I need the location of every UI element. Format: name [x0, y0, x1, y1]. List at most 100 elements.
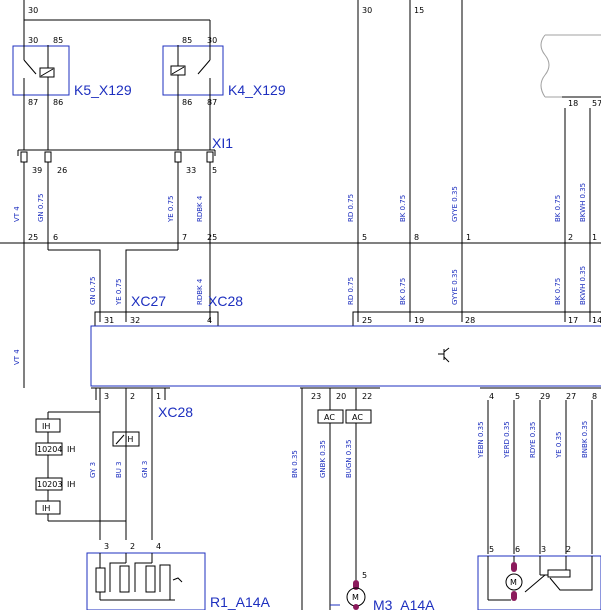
actuator-pin-3: 3 [541, 545, 546, 554]
r1-pin-3: 3 [104, 542, 109, 551]
wire-label-bkwh035-mid: BKWH 0.35 [579, 266, 587, 305]
actuator-motor-icon [505, 573, 523, 591]
k5-pin-87: 87 [28, 98, 38, 107]
wire-label-gn075-mid: GN 0.75 [89, 277, 97, 305]
module-pin-29: 29 [540, 392, 550, 401]
xc27-pin-31: 31 [104, 316, 114, 325]
k5-name: K5_X129 [74, 82, 132, 98]
module-pin-14: 14 [592, 316, 601, 325]
ecm-pin-18: 18 [568, 99, 578, 108]
m3-symbol: M [352, 593, 359, 602]
wire-label-bn035: BN 0.35 [291, 450, 299, 478]
relay-k5: 30 85 87 86 K5_X129 [12, 36, 132, 107]
xi1-pin-39: 39 [32, 166, 42, 175]
xi1-pin-26: 26 [57, 166, 67, 175]
r1-pin-4: 4 [156, 542, 161, 551]
r1-name: R1_A14A [210, 594, 271, 610]
wire-label-bugn035: BUGN 0.35 [345, 440, 353, 478]
resistor-icon-2 [119, 565, 130, 593]
k4-pin-86: 86 [182, 98, 192, 107]
xc28-top-name: XC28 [208, 293, 243, 309]
k4-name: K4_X129 [228, 82, 286, 98]
module-pin-23: 23 [311, 392, 321, 401]
diode-10204: 10204 [37, 445, 62, 454]
module-bottom-connectors: 3 2 1 XC28 23 20 22 4 5 29 27 8 [91, 387, 601, 420]
k4-switch [197, 59, 211, 75]
xc28-pin-4: 4 [207, 316, 212, 325]
m3-pin-5: 5 [362, 571, 367, 580]
ih-diode-network: IH 10204 IH 10203 IH IH IH [35, 388, 153, 540]
wire-label-bk075-upper: BK 0.75 [399, 195, 407, 222]
wire-label-bkwh035-upper: BKWH 0.35 [579, 183, 587, 222]
ih-label-1: IH [42, 422, 50, 431]
actuator-pin-5: 5 [489, 545, 494, 554]
module-pin-4: 4 [489, 392, 494, 401]
wire-label-bk075-right-mid: BK 0.75 [554, 278, 562, 305]
ac-label-2: AC [352, 413, 363, 422]
diode-10203: 10203 [37, 480, 62, 489]
top-pin-15: 15 [414, 6, 424, 15]
right-lower-wires: YEBN 0.35 YERD 0.35 RDYE 0.35 YE 0.35 BN… [477, 400, 593, 554]
module-pin-28: 28 [465, 316, 475, 325]
ecm-block: 18 57 [540, 34, 601, 108]
top-connector-pins: 30 30 15 [28, 6, 424, 15]
xc28-bottom-name: XC28 [158, 404, 193, 420]
module-pin-27: 27 [566, 392, 576, 401]
wire-label-gyye035-mid: GYYE 0.35 [451, 269, 459, 305]
k5-coil-icon [39, 67, 55, 78]
mid-pin-7: 7 [182, 233, 187, 242]
module-pin-22: 22 [362, 392, 372, 401]
mid-pin-5: 5 [362, 233, 367, 242]
upper-wire-labels: VT 4 GN 0.75 YE 0.75 RDBK 4 RD 0.75 BK 0… [13, 183, 587, 223]
actuator-motor-symbol: M [510, 578, 517, 587]
ecm-pin-57: 57 [592, 99, 601, 108]
wire-label-gyye035-upper: GYYE 0.35 [451, 186, 459, 222]
mid-connector: 25 6 7 25 5 8 1 2 1 [0, 233, 601, 244]
mid-pin-25-left: 25 [28, 233, 38, 242]
wire-label-yebn035: YEBN 0.35 [477, 421, 485, 459]
mid-pin-2: 2 [568, 233, 573, 242]
mid-pin-25-right: 25 [207, 233, 217, 242]
connector-xi1: XI1 39 26 33 5 [17, 135, 233, 175]
k4-pin-30: 30 [207, 36, 217, 45]
k4-pin-87: 87 [207, 98, 217, 107]
ih-label-2: IH [67, 445, 75, 454]
m3-name: M3_A14A [373, 597, 435, 610]
ih-label-5: IH [125, 435, 133, 444]
wire-label-bk075-right-upper: BK 0.75 [554, 195, 562, 222]
top-pin-30-right: 30 [362, 6, 372, 15]
actuator-pin-6: 6 [515, 545, 520, 554]
wire-label-ye075-upper: YE 0.75 [167, 195, 175, 223]
resistor-r1: 3 2 4 R1_A14A [86, 542, 271, 610]
wire-label-ye035: YE 0.35 [555, 431, 563, 459]
top-pin-30-left: 30 [28, 6, 38, 15]
wire-label-gn075-upper: GN 0.75 [37, 194, 45, 222]
k5-pin-30: 30 [28, 36, 38, 45]
wire-label-yerd035: YERD 0.35 [503, 421, 511, 459]
mid-pin-1-right: 1 [592, 233, 597, 242]
wire-label-bu3: BU 3 [115, 461, 123, 478]
xc28-pin-1: 1 [156, 392, 161, 401]
ac-section: AC AC BN 0.35 GNBK 0.35 BUGN 0.35 [291, 388, 372, 610]
relay-k4: 85 30 86 87 K4_X129 [162, 36, 286, 107]
potentiometer-icon [547, 569, 571, 578]
module-pin-19: 19 [414, 316, 424, 325]
wire-label-gnbk035: GNBK 0.35 [319, 440, 327, 478]
k4-pin-85: 85 [182, 36, 192, 45]
xc27-pin-32: 32 [130, 316, 140, 325]
k4-box [162, 45, 224, 96]
motor-m3: 5 M M3_A14A [330, 571, 435, 610]
wire-label-rdbk4-mid: RDBK 4 [196, 278, 204, 305]
wire-label-vt4-lower: VT 4 [13, 349, 21, 365]
xc28-pin-3: 3 [104, 392, 109, 401]
k5-box [12, 45, 70, 96]
upper-wires [23, 0, 591, 388]
k5-pin-86: 86 [53, 98, 63, 107]
control-module: 31 32 4 25 19 28 17 14 [90, 311, 601, 387]
resistor-icon-3 [145, 565, 156, 593]
actuator-pin-2: 2 [566, 545, 571, 554]
wire-label-gn3: GN 3 [141, 461, 149, 478]
motor-actuator-right: 5 6 3 2 M [477, 545, 601, 610]
wire-label-rdye035: RDYE 0.35 [529, 422, 537, 458]
